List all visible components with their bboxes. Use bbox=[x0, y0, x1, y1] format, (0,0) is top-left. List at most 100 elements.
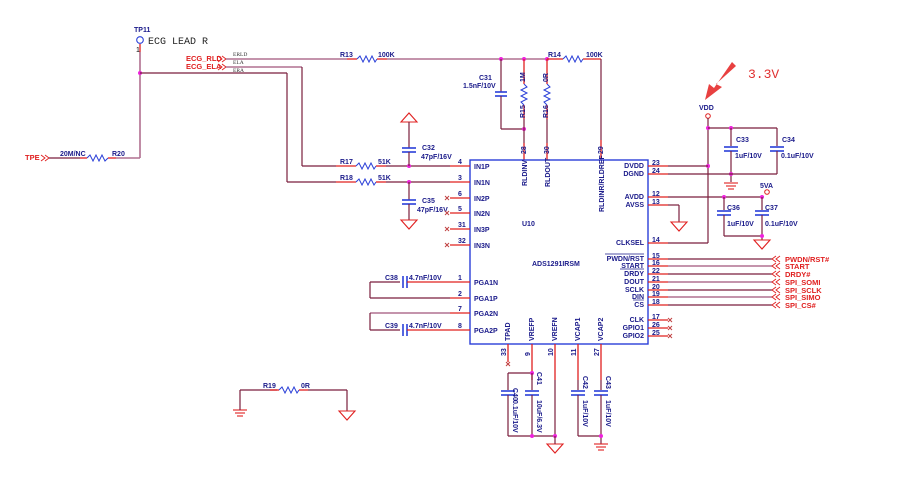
ic-u10-body bbox=[469, 159, 649, 345]
r20-ref: R20 bbox=[112, 151, 125, 158]
pin-num: 24 bbox=[652, 168, 660, 175]
c34-value: 0.1uF/10V bbox=[781, 153, 814, 160]
c40-value: 0.1uF/10V bbox=[511, 400, 518, 433]
testpoint-icon bbox=[136, 36, 144, 44]
testpoint-pin: 1 bbox=[136, 47, 140, 54]
chevron-left-icon bbox=[771, 286, 781, 294]
pin-name: IN3P bbox=[474, 227, 490, 234]
c36-ref: C36 bbox=[727, 205, 740, 212]
pin-num: 11 bbox=[571, 348, 578, 356]
r13-value: 100K bbox=[378, 52, 395, 59]
pin-num: 23 bbox=[652, 160, 660, 167]
r16-ref: R16 bbox=[543, 105, 550, 118]
offpage-connector[interactable]: PWDN/RST# bbox=[771, 255, 830, 264]
c31-value: 1.5nF/10V bbox=[463, 83, 496, 90]
pin-name: RLDOUT bbox=[545, 157, 552, 187]
pin-num: 28 bbox=[521, 146, 528, 154]
pin-name: PGA1N bbox=[474, 280, 498, 287]
offpage-connector[interactable]: DRDY# bbox=[771, 270, 811, 279]
pin-name: CS bbox=[634, 302, 644, 309]
pin-num: 13 bbox=[652, 199, 660, 206]
ic-part-number: ADS1291IRSM bbox=[532, 261, 580, 268]
pin-name: IN3N bbox=[474, 243, 490, 250]
c39-ref: C39 bbox=[385, 323, 398, 330]
c36-value: 1uF/10V bbox=[727, 221, 754, 228]
pin-name: VCAP2 bbox=[598, 318, 605, 341]
c37-value: 0.1uF/10V bbox=[765, 221, 798, 228]
pin-name: IN1P bbox=[474, 164, 490, 171]
pin-num: 19 bbox=[652, 291, 660, 298]
pin-name: GPIO2 bbox=[623, 333, 645, 340]
pin-name: RLDINR/RLDREF bbox=[599, 155, 606, 212]
r14-ref: R14 bbox=[548, 52, 561, 59]
pin-name: DVDD bbox=[624, 163, 644, 170]
offpage-connector[interactable]: SPI_CS# bbox=[771, 301, 817, 310]
pin-num: 8 bbox=[458, 323, 462, 330]
pin-name: TPAD bbox=[505, 322, 512, 341]
pin-name: VREFN bbox=[552, 317, 559, 341]
pin-name: CLK bbox=[630, 317, 644, 324]
offpage-ecg-ela[interactable]: ECG_ELA bbox=[186, 62, 227, 71]
pin-num: 4 bbox=[458, 159, 462, 166]
pin-name: VREFP bbox=[529, 317, 536, 341]
vdd-label: VDD bbox=[699, 105, 714, 112]
ic-ref: U10 bbox=[522, 221, 535, 228]
pin-num: 32 bbox=[458, 238, 466, 245]
chevron-left-icon bbox=[771, 301, 781, 309]
pin-num: 14 bbox=[652, 237, 660, 244]
offpage-connector[interactable]: START bbox=[771, 262, 810, 271]
pin-name: SCLK bbox=[625, 287, 644, 294]
pin-num: 6 bbox=[458, 191, 462, 198]
annotation-arrow bbox=[705, 62, 736, 100]
r13-ref: R13 bbox=[340, 52, 353, 59]
tpe-label: TPE bbox=[25, 153, 40, 162]
pin-num: 7 bbox=[458, 306, 462, 313]
pin-num: 9 bbox=[525, 352, 532, 356]
5va-label: 5VA bbox=[760, 183, 773, 190]
pin-name: IN2N bbox=[474, 211, 490, 218]
pin-num: 5 bbox=[458, 206, 462, 213]
c33-ref: C33 bbox=[736, 137, 749, 144]
r18-value: 51K bbox=[378, 175, 391, 182]
pin-name: DIN bbox=[632, 294, 644, 301]
r15-ref: R15 bbox=[520, 105, 527, 118]
pin-num: 30 bbox=[544, 146, 551, 154]
r14-value: 100K bbox=[586, 52, 603, 59]
pin-name: PGA1P bbox=[474, 296, 498, 303]
c42-ref: C42 bbox=[581, 376, 588, 389]
offpage-label: PWDN/RST# bbox=[785, 255, 830, 264]
testpoint-ref: TP11 bbox=[134, 27, 150, 34]
offpage-connector[interactable]: SPI_SOMI bbox=[771, 278, 820, 287]
pin-name: RLDINV bbox=[522, 160, 529, 186]
pin-name: IN2P bbox=[474, 196, 490, 203]
c39-value: 4.7nF/10V bbox=[409, 323, 442, 330]
pin-name: AVSS bbox=[625, 202, 644, 209]
pin-num: 26 bbox=[652, 322, 660, 329]
pin-num: 2 bbox=[458, 291, 462, 298]
offpage-label: SPI_SOMI bbox=[785, 278, 820, 287]
c38-ref: C38 bbox=[385, 275, 398, 282]
pin-num: 31 bbox=[458, 222, 466, 229]
r17-ref: R17 bbox=[340, 159, 353, 166]
pin-name: AVDD bbox=[625, 194, 644, 201]
pin-name: VCAP1 bbox=[575, 318, 582, 341]
c42-value: 1uF/10V bbox=[581, 400, 588, 427]
offpage-connector[interactable]: SPI_SCLK bbox=[771, 286, 822, 295]
pin-name: DRDY bbox=[624, 271, 644, 278]
offpage-label: SPI_SCLK bbox=[785, 286, 822, 295]
offpage-label: START bbox=[785, 262, 810, 271]
offpage-tpe[interactable]: TPE bbox=[25, 153, 50, 162]
c40-ref: C40 bbox=[511, 388, 518, 401]
pin-name: DOUT bbox=[624, 279, 645, 286]
offpage-connector[interactable]: SPI_SIMO bbox=[771, 293, 821, 302]
chevron-left-icon bbox=[771, 262, 781, 270]
c34-ref: C34 bbox=[782, 137, 795, 144]
r20-value: 20M/NC bbox=[60, 151, 86, 158]
pin-num: 10 bbox=[548, 348, 555, 356]
pin-num: 33 bbox=[501, 348, 508, 356]
testpoint-net-label: ECG LEAD R bbox=[148, 37, 208, 48]
c35-ref: C35 bbox=[422, 198, 435, 205]
ecg-ela-label: ECG_ELA bbox=[186, 62, 222, 71]
c37-ref: C37 bbox=[765, 205, 778, 212]
